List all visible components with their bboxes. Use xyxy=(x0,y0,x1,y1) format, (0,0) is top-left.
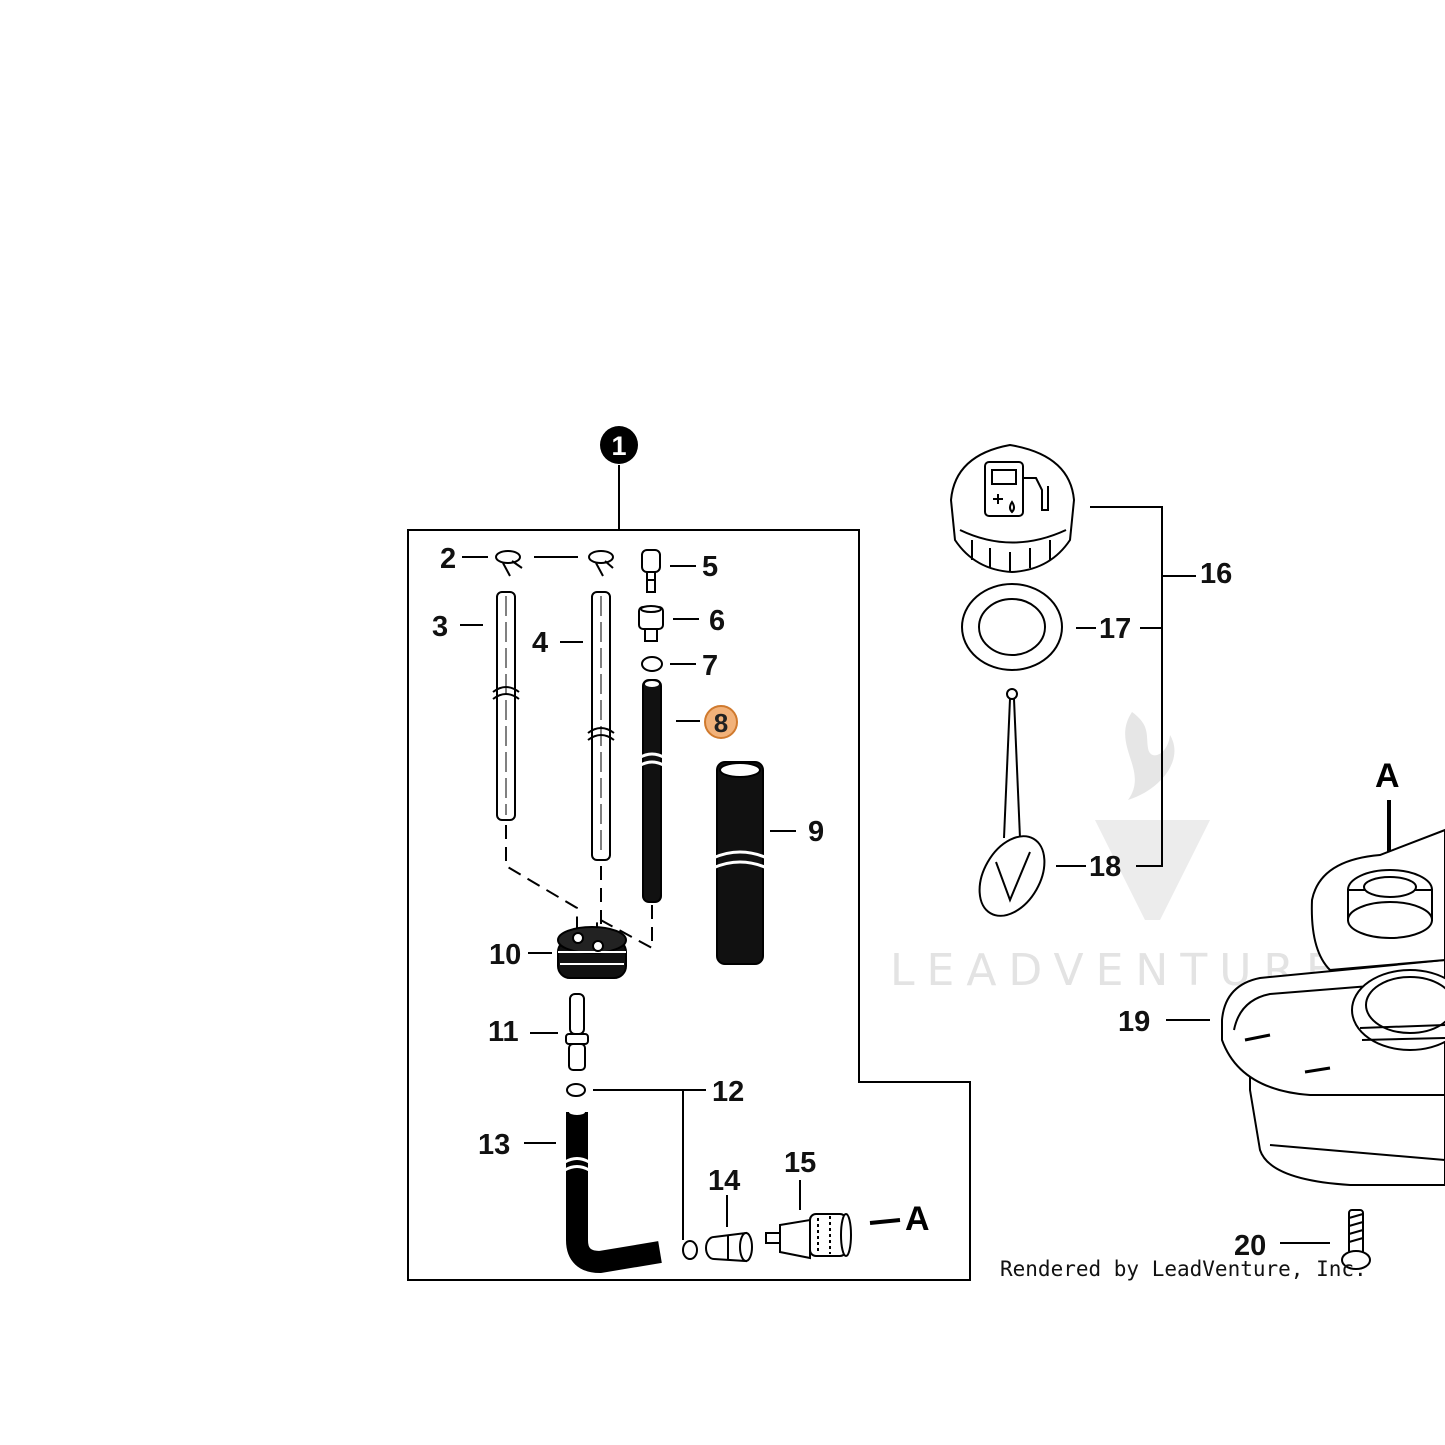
callout-10: 10 xyxy=(489,939,521,971)
callout-13: 13 xyxy=(478,1129,510,1161)
callout-2: 2 xyxy=(440,543,456,575)
kit-frame xyxy=(407,529,971,1281)
filter-part-15 xyxy=(765,1213,852,1260)
hose-part-8 xyxy=(638,679,666,903)
gasket-part-17 xyxy=(961,583,1063,671)
callout-11: 11 xyxy=(488,1016,519,1048)
callout-20: 20 xyxy=(1234,1230,1266,1262)
fuel-pump-icon xyxy=(993,494,1003,504)
fuel-cap-part-16 xyxy=(949,443,1076,574)
leader-12 xyxy=(593,1089,706,1240)
callout-14: 14 xyxy=(708,1165,740,1197)
tether-part-18 xyxy=(978,688,1046,917)
callout-17: 17 xyxy=(1099,613,1131,645)
callout-3: 3 xyxy=(432,611,448,643)
callout-6: 6 xyxy=(709,605,725,637)
oring-part-12b xyxy=(682,1240,698,1260)
callout-12: 12 xyxy=(712,1076,744,1108)
tube-part-3 xyxy=(492,591,520,821)
connector-a-leader-left xyxy=(869,1218,901,1225)
callout-9: 9 xyxy=(808,816,824,848)
callout-4: 4 xyxy=(532,627,548,659)
render-credit: Rendered by LeadVenture, Inc. xyxy=(1000,1257,1367,1281)
tube-part-4 xyxy=(587,591,615,861)
clamp-part-2b xyxy=(588,550,614,577)
callout-18: 18 xyxy=(1089,851,1121,883)
screw-part-20 xyxy=(1341,1209,1371,1270)
oring-part-12a xyxy=(566,1083,586,1097)
bushing-part-14 xyxy=(705,1231,753,1263)
callout-5: 5 xyxy=(702,551,718,583)
fitting-part-6 xyxy=(638,605,664,642)
connector-a-tank: A xyxy=(1375,757,1400,795)
brand-v-icon xyxy=(995,851,1031,903)
highlight-callout-8[interactable] xyxy=(704,705,738,739)
kit-callout-circle xyxy=(600,426,638,464)
connector-part-11 xyxy=(565,993,589,1071)
fuel-tank-part-19 xyxy=(1221,828,1445,1186)
callout-15: 15 xyxy=(784,1147,816,1179)
callout-19: 19 xyxy=(1118,1006,1150,1038)
kit-callout-label: 1 xyxy=(611,431,626,461)
fitting-part-5 xyxy=(641,549,661,593)
clamp-part-2a xyxy=(495,550,523,577)
grommet-part-10 xyxy=(557,926,627,979)
connector-a-left: A xyxy=(905,1200,930,1238)
callout-16: 16 xyxy=(1200,558,1232,590)
callout-8[interactable]: 8 xyxy=(714,708,728,738)
hose-part-13 xyxy=(564,1109,662,1273)
watermark-logo xyxy=(1095,712,1210,920)
hose-part-9 xyxy=(712,761,768,965)
callout-7: 7 xyxy=(702,650,718,682)
leader-16-bracket xyxy=(1090,506,1196,867)
oring-part-7 xyxy=(641,656,663,672)
